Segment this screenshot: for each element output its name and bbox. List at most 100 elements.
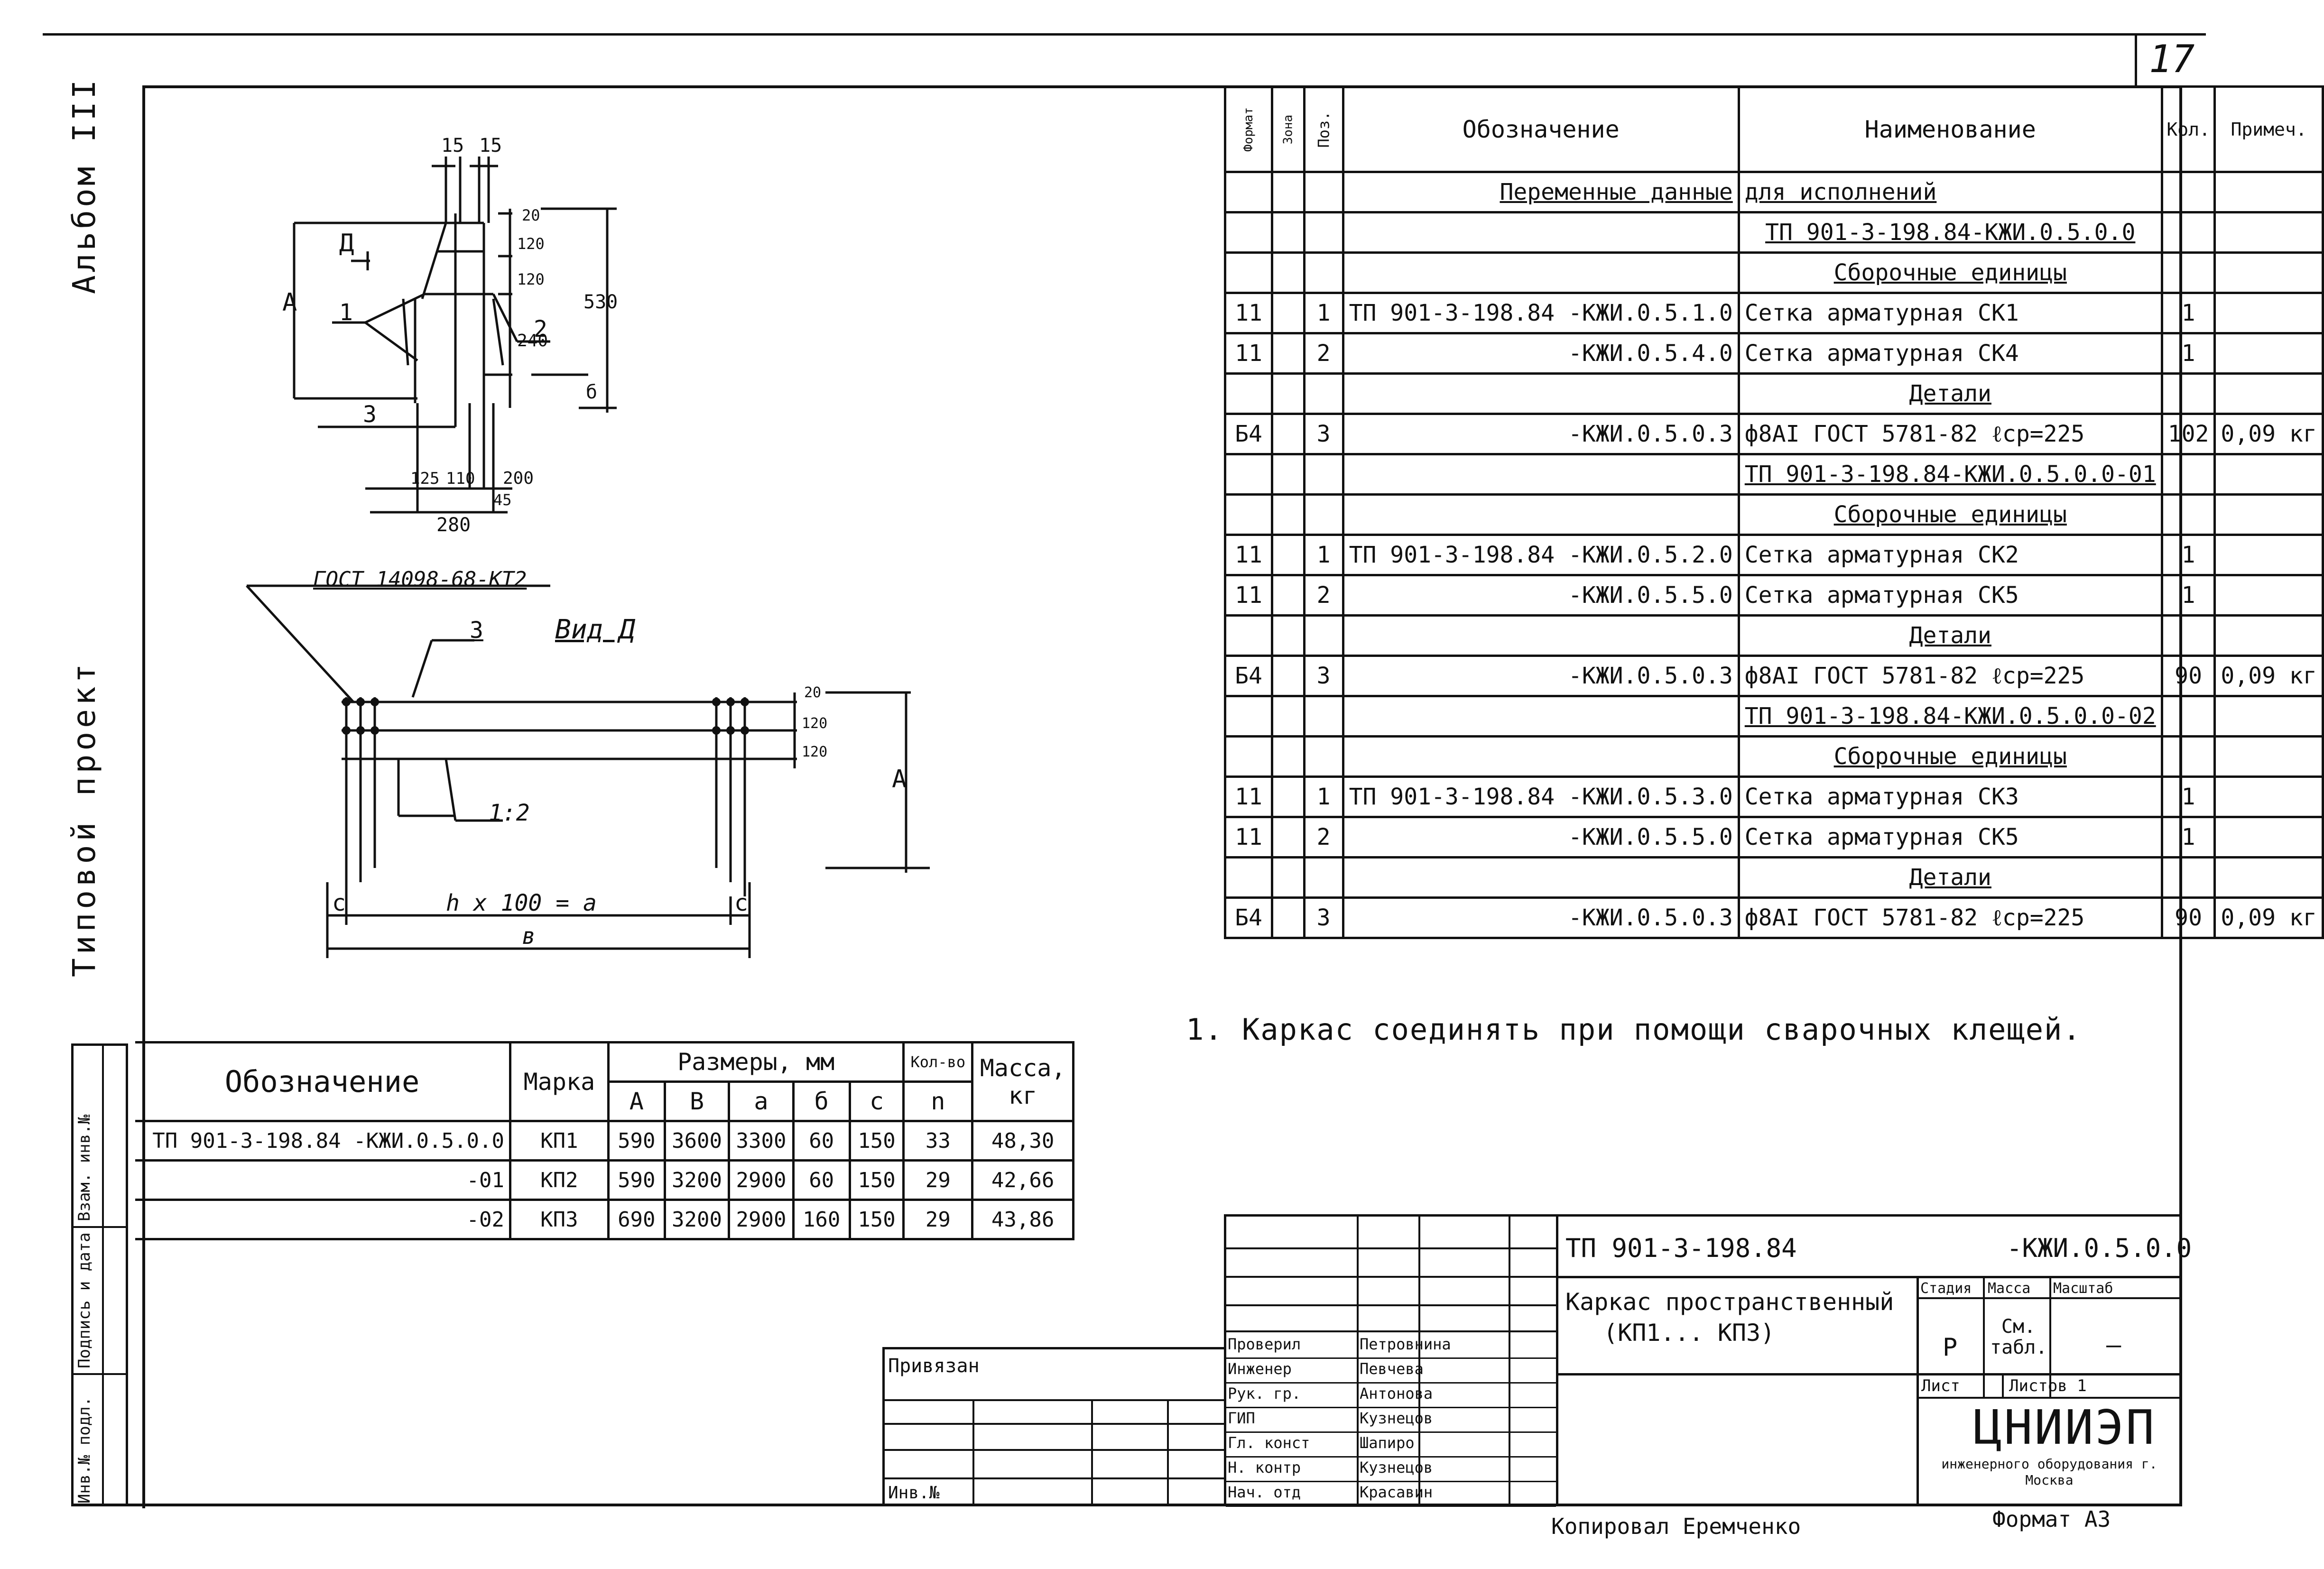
marks-cell-A: 590 bbox=[607, 1120, 666, 1162]
title-code: ТП 901-3-198.84 bbox=[1565, 1233, 1797, 1263]
pos-3: 3 bbox=[363, 401, 377, 428]
spec-cell-name: Детали bbox=[1737, 856, 2163, 899]
dim-45: 45 bbox=[493, 491, 512, 509]
title-name-2: (КП1... КП3) bbox=[1603, 1319, 1775, 1347]
dim-20: 20 bbox=[522, 206, 540, 224]
dim-c-left: с bbox=[332, 890, 346, 916]
spec-cell-zone bbox=[1270, 856, 1306, 899]
spec-cell-pos bbox=[1303, 493, 1344, 536]
spec-cell-fmt: 11 bbox=[1224, 292, 1273, 334]
spec-cell-zone bbox=[1270, 211, 1306, 254]
role-divider bbox=[1226, 1431, 1556, 1433]
spec-cell-pos: 2 bbox=[1303, 574, 1344, 617]
marks-cell-a: 2900 bbox=[728, 1199, 795, 1240]
spec-cell-pos bbox=[1303, 171, 1344, 213]
spec-cell-note bbox=[2213, 534, 2324, 576]
role-name: Красавин bbox=[1360, 1483, 1433, 1501]
inv-label: Инв.№ bbox=[888, 1483, 940, 1503]
role-divider bbox=[1226, 1481, 1556, 1482]
spec-row: ТП 901-3-198.84-КЖИ.0.5.0.0-01 bbox=[1224, 453, 2324, 496]
spec-cell-qty: 90 bbox=[2160, 655, 2216, 697]
spec-cell-note bbox=[2213, 695, 2324, 738]
scale-value: – bbox=[2106, 1331, 2121, 1359]
dim-125: 125 bbox=[410, 469, 439, 488]
spec-table: Формат Зона Поз. Обозначение Наименовани… bbox=[1224, 85, 2324, 939]
sheets-label: Листов 1 bbox=[2009, 1376, 2087, 1395]
spec-cell-qty: 1 bbox=[2160, 332, 2216, 375]
spec-cell-qty bbox=[2160, 251, 2216, 294]
view-dim-120a: 120 bbox=[802, 715, 827, 732]
marks-cell-B: 3600 bbox=[663, 1120, 731, 1162]
marks-cell-c: 150 bbox=[848, 1159, 905, 1201]
marks-header-mass: Масса, кг bbox=[971, 1041, 1074, 1122]
spec-row: Сборочные единицы bbox=[1224, 493, 2324, 536]
marks-cell-n: 33 bbox=[902, 1120, 974, 1162]
spec-cell-designation bbox=[1342, 695, 1740, 738]
spec-cell-designation bbox=[1342, 453, 1740, 496]
spec-cell-qty: 102 bbox=[2160, 413, 2216, 455]
dim-b: б bbox=[586, 381, 597, 403]
spec-cell-designation bbox=[1342, 372, 1740, 415]
spec-header-format: Формат bbox=[1224, 85, 1273, 173]
scale-label: Масштаб bbox=[2053, 1280, 2113, 1297]
side-stamp-inv: Инв.№ подл. bbox=[75, 1396, 94, 1504]
sheet-number-box-left bbox=[2135, 33, 2137, 85]
spec-cell-name: ф8АI ГОСТ 5781-82 ℓср=225 bbox=[1737, 896, 2163, 939]
spec-row: Детали bbox=[1224, 614, 2324, 657]
spec-cell-pos: 2 bbox=[1303, 816, 1344, 858]
spec-cell-zone bbox=[1270, 372, 1306, 415]
spec-cell-name: Сетка арматурная СК1 bbox=[1737, 292, 2163, 334]
spec-cell-note bbox=[2213, 372, 2324, 415]
spec-cell-designation: ТП 901-3-198.84 -КЖИ.0.5.1.0 bbox=[1342, 292, 1740, 334]
dim-total: в bbox=[522, 923, 536, 950]
spec-cell-name: для исполнений bbox=[1737, 171, 2163, 213]
role-divider bbox=[1226, 1357, 1556, 1359]
spec-cell-name: Детали bbox=[1737, 372, 2163, 415]
spec-cell-pos bbox=[1303, 211, 1344, 254]
mass-label: Масса bbox=[1988, 1280, 2031, 1297]
marks-sub-n: n bbox=[902, 1080, 974, 1122]
role-name: Кузнецов bbox=[1360, 1409, 1433, 1427]
marks-cell-a: 3300 bbox=[728, 1120, 795, 1162]
marks-sub-A: А bbox=[607, 1080, 666, 1122]
spec-cell-note bbox=[2213, 292, 2324, 334]
spec-row: ТП 901-3-198.84-КЖИ.0.5.0.0 bbox=[1224, 211, 2324, 254]
spec-cell-name: ф8АI ГОСТ 5781-82 ℓср=225 bbox=[1737, 655, 2163, 697]
spec-cell-qty: 1 bbox=[2160, 775, 2216, 818]
stage-label: Стадия bbox=[1920, 1280, 1972, 1297]
spec-cell-designation bbox=[1342, 493, 1740, 536]
pos-1: 1 bbox=[339, 299, 353, 326]
spec-cell-designation bbox=[1342, 735, 1740, 778]
spec-cell-pos bbox=[1303, 372, 1344, 415]
spec-cell-note bbox=[2213, 251, 2324, 294]
view-drawing: 1:2 с с h x 100 = a в 20 120 120 А bbox=[246, 584, 930, 958]
spec-cell-pos: 3 bbox=[1303, 896, 1344, 939]
spec-cell-pos: 1 bbox=[1303, 775, 1344, 818]
spec-cell-fmt bbox=[1224, 856, 1273, 899]
sheet-number: 17 bbox=[2149, 37, 2195, 81]
spec-cell-designation: ТП 901-3-198.84 -КЖИ.0.5.2.0 bbox=[1342, 534, 1740, 576]
role-label: Инженер bbox=[1228, 1360, 1292, 1378]
marks-cell-B: 3200 bbox=[663, 1159, 731, 1201]
spec-cell-note bbox=[2213, 856, 2324, 899]
spec-cell-name: Сборочные единицы bbox=[1737, 735, 2163, 778]
role-name: Шапиро bbox=[1360, 1434, 1415, 1452]
spec-cell-zone bbox=[1270, 292, 1306, 334]
marks-cell-c: 150 bbox=[848, 1199, 905, 1240]
mass-value: См. табл. bbox=[1990, 1316, 2047, 1358]
dim-110: 110 bbox=[446, 469, 475, 488]
spec-cell-designation: -КЖИ.0.5.0.3 bbox=[1342, 413, 1740, 455]
spec-header-designation: Обозначение bbox=[1342, 85, 1740, 173]
spec-cell-name: ТП 901-3-198.84-КЖИ.0.5.0.0-02 bbox=[1737, 695, 2163, 738]
spec-cell-qty bbox=[2160, 856, 2216, 899]
spec-cell-name: Сборочные единицы bbox=[1737, 493, 2163, 536]
dim-120b: 120 bbox=[517, 270, 545, 288]
